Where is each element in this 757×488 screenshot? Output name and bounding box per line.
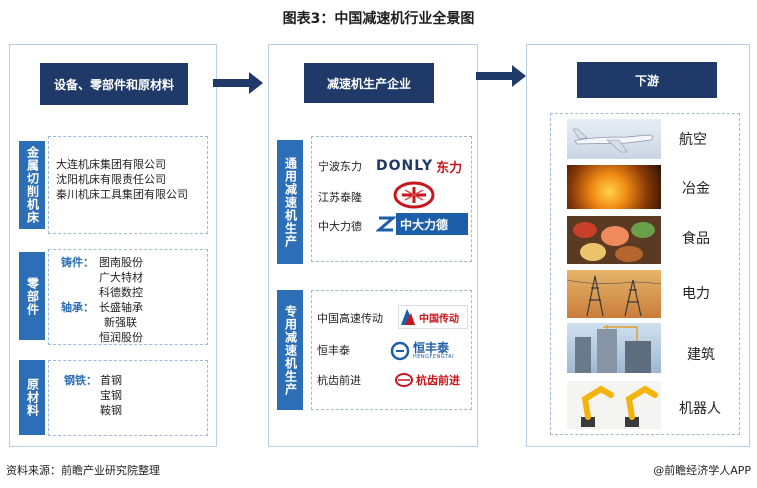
bearing-item-2: 新强联 <box>104 316 137 329</box>
company-jiangsu-tailong: 江苏泰隆 <box>318 191 362 204</box>
downstream-aviation: 航空 <box>679 132 707 148</box>
company-china-transmission: 中国高速传动 <box>317 312 383 325</box>
bearing-label: 轴承： <box>61 301 94 314</box>
zd-logo-text: 中大力德 <box>400 217 449 232</box>
casting-item-3: 科德数控 <box>99 286 143 299</box>
company-dalian: 大连机床集团有限公司 <box>56 158 166 171</box>
aviation-image <box>567 119 661 159</box>
bearing-item-3: 恒润股份 <box>99 331 143 344</box>
general-box <box>311 136 472 262</box>
company-zhongda-lide: 中大力德 <box>318 220 362 233</box>
steel-item-2: 宝钢 <box>100 389 122 402</box>
special-label: 专用减速机生产 <box>277 290 303 410</box>
construction-image <box>567 323 661 373</box>
company-shenyang: 沈阳机床有限责任公司 <box>56 173 166 186</box>
materials-label: 原材料 <box>19 360 45 435</box>
hengfengtai-logo-mark <box>390 341 410 361</box>
hengfengtai-logo-en: HENGFENGTAI <box>413 354 455 360</box>
casting-item-2: 广大特材 <box>99 271 143 284</box>
downstream-robot: 机器人 <box>679 401 721 417</box>
flow-arrow-1 <box>213 72 263 94</box>
downstream-power: 电力 <box>682 286 710 302</box>
brand-note: @前瞻经济学人APP <box>653 464 751 477</box>
machine-tools-box <box>48 136 208 234</box>
downstream-metallurgy: 冶金 <box>682 181 710 197</box>
metallurgy-image <box>567 165 661 209</box>
general-label: 通用减速机生产 <box>277 140 303 264</box>
downstream-header: 下游 <box>577 62 717 98</box>
special-box <box>311 290 472 410</box>
tailong-logo <box>392 180 436 210</box>
steel-item-1: 首钢 <box>100 374 122 387</box>
components-box <box>48 249 208 345</box>
bearing-item-1: 长盛轴承 <box>99 301 143 314</box>
donly-logo-text: DONLY <box>376 158 434 174</box>
donly-logo: DONLY 东力 <box>376 156 462 176</box>
zd-logo: 中大力德 <box>374 213 468 235</box>
midstream-header: 减速机生产企业 <box>304 63 434 103</box>
china-transmission-logo-mark <box>401 309 415 325</box>
company-ningbo-donly: 宁波东力 <box>318 160 362 173</box>
steel-item-3: 鞍钢 <box>100 404 122 417</box>
steel-label: 钢铁： <box>64 374 97 387</box>
china-transmission-logo-text: 中国传动 <box>419 313 459 325</box>
china-transmission-logo: 中国传动 <box>398 305 468 329</box>
casting-label: 铸件： <box>61 256 94 269</box>
food-image <box>567 216 661 264</box>
machine-tools-label: 金属切削机床 <box>19 141 45 229</box>
casting-item-1: 图南股份 <box>99 256 143 269</box>
materials-box <box>48 360 208 436</box>
midstream-panel <box>268 44 478 447</box>
hangchi-logo-text: 杭齿前进 <box>416 374 460 387</box>
donly-logo-cn: 东力 <box>436 160 463 176</box>
hangchi-logo-mark <box>395 373 413 387</box>
downstream-construction: 建筑 <box>687 347 715 363</box>
upstream-header: 设备、零部件和原材料 <box>40 63 188 105</box>
downstream-box <box>550 113 740 435</box>
components-label: 零部件 <box>19 252 45 340</box>
zd-logo-mark <box>374 213 398 235</box>
page-title: 图表3：中国减速机行业全景图 <box>282 11 475 27</box>
company-hangchi-qianjin: 杭齿前进 <box>317 374 361 387</box>
power-image <box>566 270 662 318</box>
source-note: 资料来源：前瞻产业研究院整理 <box>6 464 160 477</box>
robot-image <box>567 381 661 429</box>
flow-arrow-2 <box>476 65 526 87</box>
hengfengtai-logo-text: 恒丰泰 <box>413 341 450 355</box>
company-hengfengtai: 恒丰泰 <box>317 344 350 357</box>
downstream-food: 食品 <box>682 231 710 247</box>
company-qinchuan: 秦川机床工具集团有限公司 <box>56 188 188 201</box>
hengfengtai-logo: 恒丰泰 HENGFENGTAI <box>390 339 466 363</box>
hangchi-logo: 杭齿前进 <box>394 370 460 390</box>
